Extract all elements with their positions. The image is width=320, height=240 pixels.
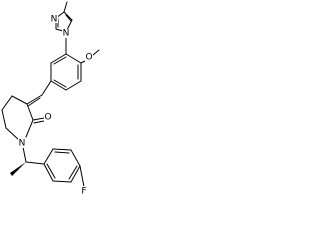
imidazole-ring	[55, 1, 73, 33]
bond	[53, 79, 67, 88]
bond	[50, 80, 67, 91]
exocyclic-double-bond	[27, 97, 41, 107]
bond	[25, 119, 34, 138]
stereo-wedge-bond	[10, 162, 26, 176]
chemical-structure: N N O O N F	[1, 1, 100, 197]
bond	[65, 14, 72, 22]
bond	[43, 148, 54, 165]
bond	[70, 165, 81, 183]
bond	[25, 161, 45, 165]
bond	[22, 146, 27, 163]
carbonyl-bond	[32, 117, 45, 121]
methoxyphenyl-ring	[50, 53, 82, 91]
bond	[1, 95, 13, 111]
bond	[26, 103, 34, 121]
bond	[53, 56, 67, 65]
bond	[11, 95, 28, 105]
piperidinone-ring	[1, 95, 45, 142]
methoxy-methyl-bond	[92, 49, 100, 56]
bond	[65, 53, 82, 64]
carbonyl-bond	[33, 120, 45, 124]
bond	[65, 80, 82, 91]
atom-label-n: N	[51, 15, 58, 25]
atom-label-o: O	[44, 113, 51, 123]
bond	[1, 109, 7, 129]
bond	[63, 11, 73, 21]
bond	[52, 148, 72, 151]
methyl-bond	[63, 1, 68, 13]
fluorophenyl-ring	[43, 148, 81, 183]
atom-label-n: N	[19, 139, 26, 149]
bond	[41, 80, 52, 96]
atom-label-o: O	[85, 53, 92, 63]
bond	[52, 180, 72, 183]
bond	[70, 149, 81, 167]
bond	[43, 163, 54, 182]
bond	[5, 127, 21, 142]
bond	[79, 165, 85, 188]
bond	[50, 53, 67, 64]
bond	[46, 163, 56, 179]
bond	[54, 151, 70, 154]
atom-label-n: N	[63, 29, 70, 39]
atom-labels: N N O O N F	[18, 14, 93, 197]
atom-label-f: F	[81, 187, 86, 197]
exocyclic-double-bond	[26, 94, 43, 105]
bond	[68, 165, 78, 180]
methoxy-bond	[80, 60, 86, 64]
